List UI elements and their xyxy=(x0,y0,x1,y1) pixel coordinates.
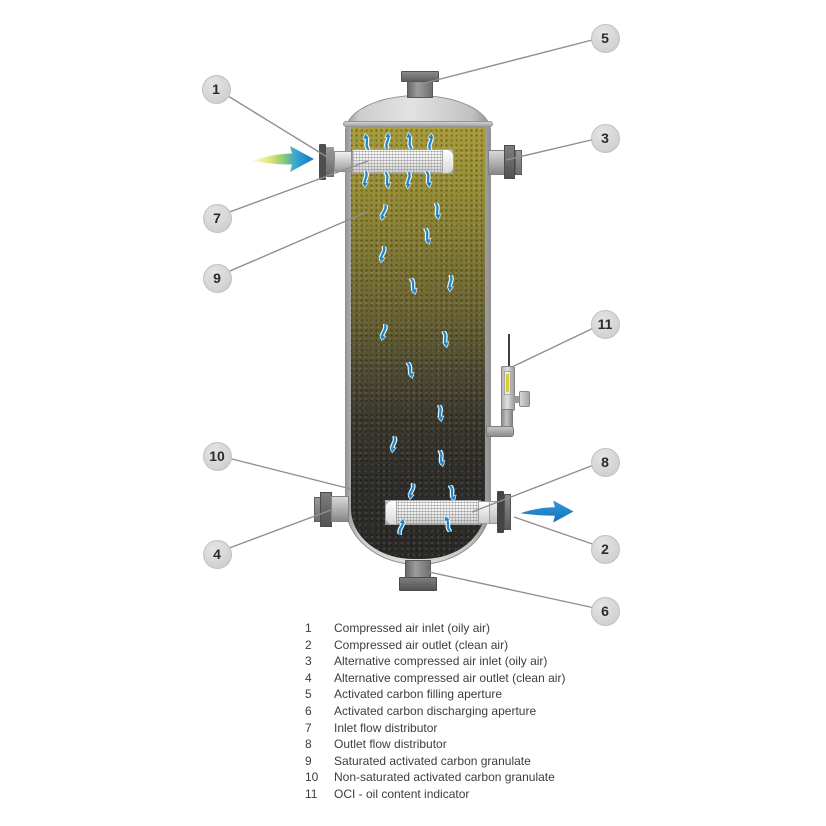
inlet-flange xyxy=(319,144,326,180)
oci-oil-level-indicator xyxy=(506,374,509,392)
callout-5-badge: 5 xyxy=(590,23,620,53)
alt-inlet-flange xyxy=(504,145,515,179)
legend-item-number: 5 xyxy=(305,687,312,702)
legend-item: 11 OCI - oil content indicator xyxy=(305,786,725,803)
legend-item: 3 Alternative compressed air inlet (oily … xyxy=(305,653,725,670)
legend-item-text: Outlet flow distributor xyxy=(334,737,447,752)
legend-item: 5 Activated carbon filling aperture xyxy=(305,686,725,703)
outlet-distributor-end-cap xyxy=(385,500,397,525)
legend: 1 Compressed air inlet (oily air) 2 Compres… xyxy=(305,620,725,803)
vessel-dome-rim xyxy=(343,121,493,127)
callout-9-badge: 9 xyxy=(202,263,232,293)
legend-item: 8 Outlet flow distributor xyxy=(305,736,725,753)
inlet-distributor-end-cap xyxy=(442,149,454,174)
filling-aperture-cap xyxy=(407,81,433,98)
legend-item-text: Saturated activated carbon granulate xyxy=(334,753,531,768)
legend-item-text: Non-saturated activated carbon granulate xyxy=(334,770,555,785)
oci-pipe-horizontal xyxy=(486,426,514,437)
inlet-flange-inner xyxy=(326,147,334,177)
alt-outlet-pipe xyxy=(331,496,349,522)
legend-item: 1 Compressed air inlet (oily air) xyxy=(305,620,725,637)
callout-10-badge: 10 xyxy=(202,441,232,471)
legend-item-number: 10 xyxy=(305,770,319,785)
legend-item-text: OCI - oil content indicator xyxy=(334,786,470,801)
legend-item-number: 7 xyxy=(305,720,312,735)
discharging-aperture-flange xyxy=(399,577,437,591)
legend-item: 10 Non-saturated activated carbon granula… xyxy=(305,769,725,786)
legend-item-number: 6 xyxy=(305,703,312,718)
callout-4-badge: 4 xyxy=(202,539,232,569)
legend-item-number: 3 xyxy=(305,654,312,669)
callout-8-badge: 8 xyxy=(590,447,620,477)
discharging-aperture-neck xyxy=(405,560,431,578)
carbon-granulate-bed xyxy=(351,126,485,559)
legend-item-number: 9 xyxy=(305,753,312,768)
oci-knob xyxy=(519,391,530,407)
inlet-flow-distributor xyxy=(352,149,453,174)
oci-knob-stem xyxy=(514,396,520,403)
outlet-flange xyxy=(497,491,504,533)
legend-item: 6 Activated carbon discharging aperture xyxy=(305,703,725,720)
callout-3-badge: 3 xyxy=(590,123,620,153)
oci-needle xyxy=(508,334,510,369)
outlet-air-arrow-icon xyxy=(514,495,578,528)
callout-11-leader-line xyxy=(511,322,605,368)
outlet-distributor-wall-section xyxy=(478,501,490,524)
legend-item-text: Alternative compressed air inlet (oily a… xyxy=(334,654,548,669)
callout-1-badge: 1 xyxy=(201,74,231,104)
legend-item: 4 Alternative compressed air outlet (clea… xyxy=(305,670,725,687)
legend-item-number: 8 xyxy=(305,737,312,752)
inlet-pipe xyxy=(334,151,352,172)
legend-item-number: 4 xyxy=(305,670,312,685)
legend-item-text: Compressed air outlet (clean air) xyxy=(334,637,509,652)
legend-item-number: 11 xyxy=(305,786,318,801)
legend-item-text: Inlet flow distributor xyxy=(334,720,438,735)
legend-item-text: Alternative compressed air outlet (clean… xyxy=(334,670,566,685)
legend-item-text: Activated carbon filling aperture xyxy=(334,687,503,702)
legend-item-number: 2 xyxy=(305,637,312,652)
legend-item-number: 1 xyxy=(305,621,312,635)
legend-item: 9 Saturated activated carbon granulate xyxy=(305,753,725,770)
callout-7-badge: 7 xyxy=(202,203,232,233)
legend-item-text: Compressed air inlet (oily air) xyxy=(334,621,491,635)
outlet-flow-distributor xyxy=(385,500,481,525)
callout-6-leader-line xyxy=(428,571,605,611)
callout-5-leader-line xyxy=(420,36,605,85)
legend-item: 7 Inlet flow distributor xyxy=(305,720,725,737)
legend-item-text: Activated carbon discharging aperture xyxy=(334,703,537,718)
alt-inlet-pipe xyxy=(488,150,505,175)
callout-11-badge: 11 xyxy=(590,309,620,339)
callout-10-leader-line xyxy=(215,454,352,490)
outlet-flange-inner xyxy=(504,494,511,530)
callout-2-badge: 2 xyxy=(590,534,620,564)
legend-item: 2 Compressed air outlet (clean air) xyxy=(305,637,725,654)
inlet-air-arrow-icon xyxy=(250,142,316,176)
alt-inlet-stub xyxy=(515,150,522,175)
